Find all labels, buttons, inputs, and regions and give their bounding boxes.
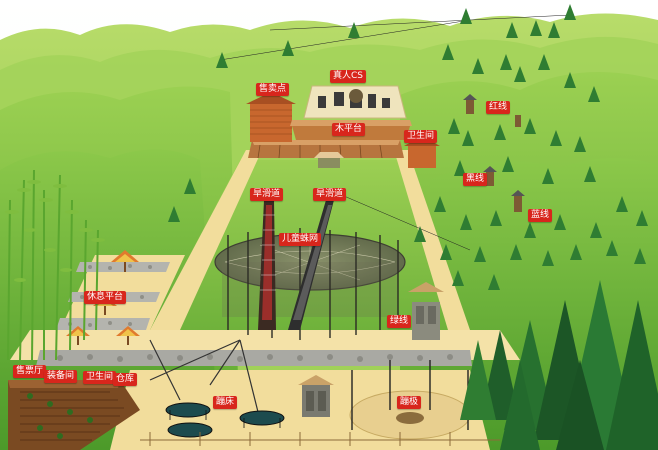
- label-black-line: 黑线: [463, 173, 488, 186]
- bungee-area: [298, 360, 471, 440]
- wooden-platform: [248, 140, 404, 168]
- label-warehouse: 仓库: [113, 373, 138, 386]
- shop-building: [246, 92, 296, 142]
- label-red-line: 红线: [486, 101, 511, 114]
- path-left: [150, 150, 262, 330]
- label-dry-slide-left: 旱滑道: [250, 188, 284, 201]
- label-shop: 售卖点: [256, 83, 290, 96]
- bottom-fence: [140, 432, 500, 446]
- trampoline-area: [149, 339, 285, 438]
- label-cs: 真人CS: [330, 70, 366, 83]
- bamboo-grove: [7, 169, 99, 361]
- hill-trees: [168, 4, 648, 290]
- zip-lines: [219, 14, 571, 251]
- zipline-towers: [463, 94, 525, 212]
- bamboo-leaves: [5, 180, 105, 282]
- label-bungee: 蹦极: [397, 396, 422, 409]
- label-dry-slide-right: 旱滑道: [313, 188, 347, 201]
- label-gear-room: 装备间: [44, 370, 78, 383]
- foreground-forest: [460, 280, 658, 450]
- label-restroom-top: 卫生间: [404, 130, 438, 143]
- dry-slide-tracks: [258, 200, 334, 330]
- label-kids-spider-net: 儿童蛛网: [279, 233, 322, 246]
- label-trampoline: 蹦床: [213, 396, 238, 409]
- label-restroom-bottom: 卫生间: [83, 371, 117, 384]
- label-ticket-hall: 售票厅: [13, 365, 47, 378]
- label-blue-line: 蓝线: [528, 209, 553, 222]
- label-rest-platform: 休息平台: [84, 291, 127, 304]
- path-right: [394, 150, 470, 330]
- green-line-station: [408, 282, 444, 340]
- label-wooden-platform: 木平台: [332, 123, 366, 136]
- label-green-line: 绿线: [387, 315, 412, 328]
